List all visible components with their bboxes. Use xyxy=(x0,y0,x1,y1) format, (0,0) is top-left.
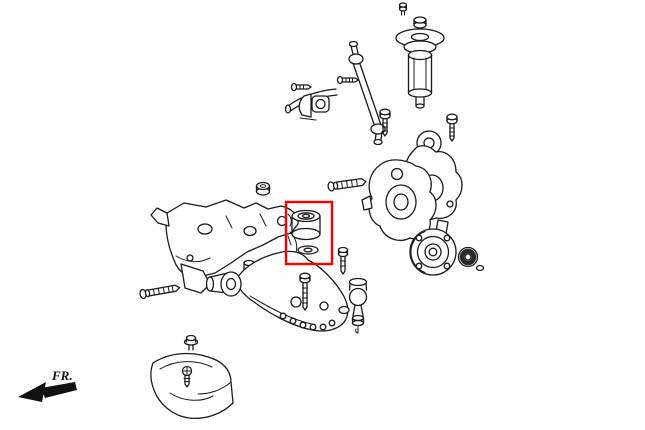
highlight-box xyxy=(284,200,334,266)
knuckle-bolt-right xyxy=(446,113,458,142)
knuckle-pinch-bolt xyxy=(327,177,367,192)
control-arm-bushing xyxy=(291,209,321,255)
arrow-shaft xyxy=(41,382,77,398)
strut-rod-nut xyxy=(413,16,427,29)
small-bolt-a xyxy=(336,75,359,85)
clip-grommet xyxy=(183,334,199,351)
subframe-mount-bolt xyxy=(139,284,181,300)
wheel-hub xyxy=(409,228,457,276)
knuckle-bolt-left xyxy=(379,108,391,137)
wheel-bearing xyxy=(457,246,485,272)
flange-nut xyxy=(255,181,271,196)
strut-top-bolt xyxy=(398,2,408,16)
ball-joint xyxy=(348,277,368,334)
steering-knuckle-front xyxy=(361,159,437,241)
arrow-head xyxy=(18,382,46,402)
liner-screw xyxy=(181,365,193,388)
bushing-bolt xyxy=(299,272,311,311)
stabilizer-link xyxy=(348,40,386,146)
fender-liner xyxy=(150,352,234,420)
small-bolt-b xyxy=(290,82,312,92)
lower-control-arm xyxy=(205,250,350,332)
ball-joint-bolt xyxy=(337,246,349,275)
strut-assembly xyxy=(395,2,445,109)
stabilizer-bushing-bracket xyxy=(284,88,338,121)
fr-direction-arrow xyxy=(18,382,77,402)
fr-label: FR. xyxy=(51,368,73,383)
